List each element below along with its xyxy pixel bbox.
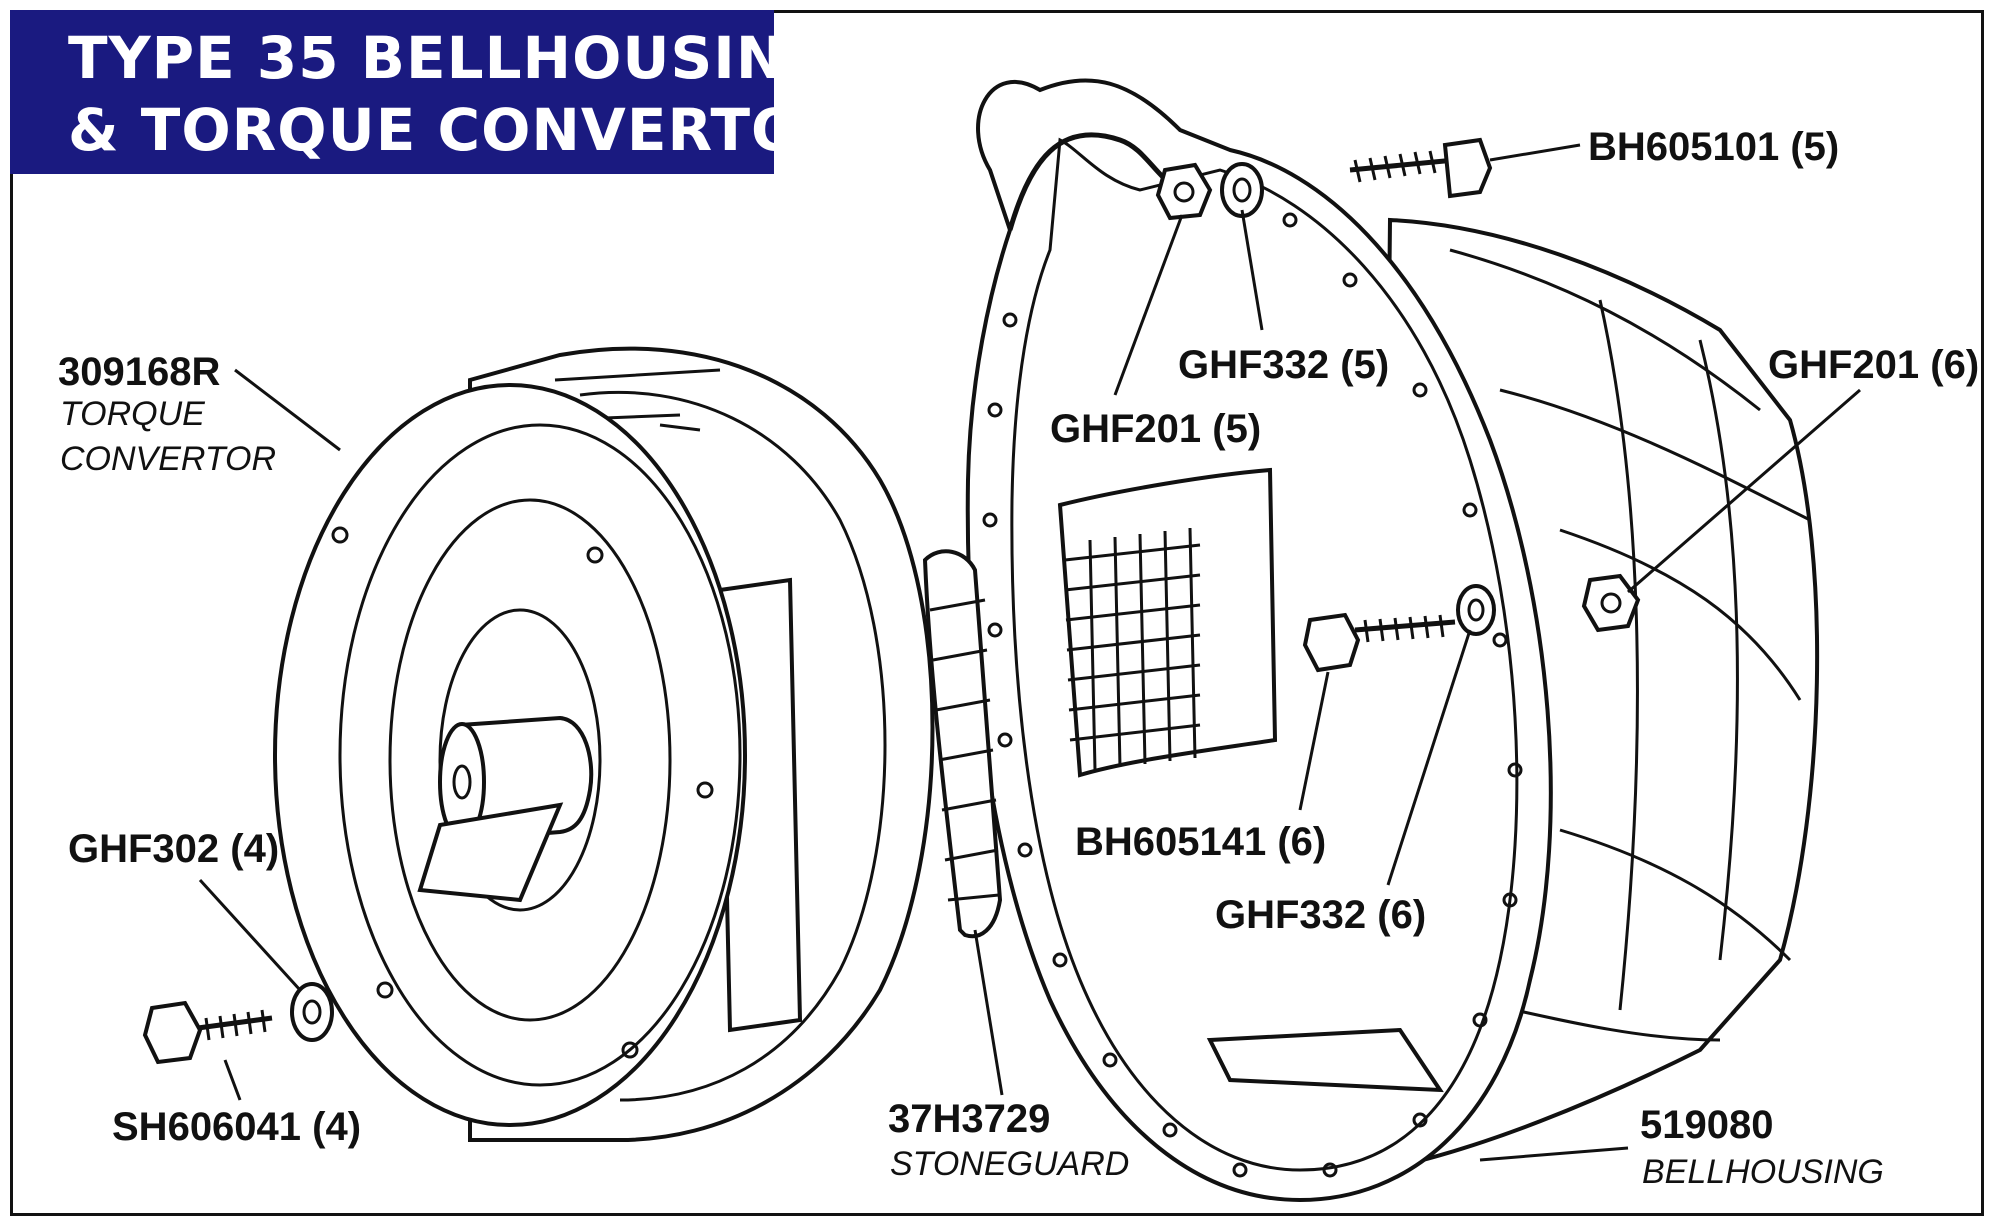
flange-holes [982, 212, 1523, 1178]
label-bellhousing-code: 519080 [1640, 1103, 1773, 1147]
stoneguard-mesh-window [1064, 527, 1201, 771]
bellhousing [965, 78, 1820, 1203]
bellhousing-flange-inner [1010, 137, 1519, 1172]
title-line-2: & TORQUE CONVERTOR [68, 96, 848, 164]
label-bh605101: BH605101 (5) [1588, 125, 1839, 169]
label-ghf201-6: GHF201 (6) [1768, 343, 1979, 387]
leader-ghf332-5 [1240, 209, 1264, 331]
part-labels: 309168R TORQUE CONVERTOR GHF302 (4) SH60… [58, 125, 1979, 1191]
label-torque-convertor-desc-1: TORQUE [60, 395, 205, 433]
bellhousing-rib-1 [1449, 248, 1761, 412]
title-banner: TYPE 35 BELLHOUSING & TORQUE CONVERTOR [10, 10, 848, 174]
label-sh606041: SH606041 (4) [112, 1105, 361, 1149]
convertor-face-holes [331, 526, 714, 1059]
title-line-1: TYPE 35 BELLHOUSING [68, 24, 834, 92]
leader-sh606041 [223, 1059, 242, 1101]
bolt-bh605141 [1302, 612, 1456, 673]
bolt-sh606041 [142, 1000, 273, 1065]
leader-ghf302 [198, 878, 302, 992]
label-bellhousing-desc: BELLHOUSING [1642, 1153, 1884, 1191]
washer-ghf332-5 [1220, 162, 1264, 218]
convertor-front-inner [338, 423, 742, 1087]
label-ghf302: GHF302 (4) [68, 827, 279, 871]
bellhousing-rib-2 [1499, 388, 1811, 522]
nut-ghf201-6 [1581, 573, 1641, 633]
diagram-frame [10, 10, 1984, 1216]
leader-309168r [234, 368, 341, 452]
label-ghf201-5: GHF201 (5) [1050, 407, 1261, 451]
washer-ghf332-6 [1456, 584, 1496, 636]
convertor-drive-lug [417, 802, 564, 903]
label-stoneguard-desc: STONEGUARD [890, 1145, 1129, 1183]
label-ghf332-5: GHF332 (5) [1178, 343, 1389, 387]
leader-ghf201-5 [1113, 214, 1184, 396]
bellhousing-rib-7 [1598, 299, 1639, 1011]
leader-ghf201-6 [1627, 388, 1861, 594]
label-torque-convertor-code: 309168R [58, 350, 220, 394]
leader-37h3729 [973, 929, 1004, 1096]
label-torque-convertor-desc-2: CONVERTOR [60, 440, 276, 478]
bolt-bh605101 [1349, 137, 1493, 199]
leader-lines [198, 143, 1861, 1162]
leader-519080 [1479, 1146, 1629, 1162]
leader-ghf332-6 [1386, 629, 1472, 886]
bellhousing-rib-6 [1698, 339, 1739, 961]
convertor-hub-ring [388, 498, 672, 1022]
torque-convertor [273, 346, 935, 1142]
label-ghf332-6: GHF332 (6) [1215, 893, 1426, 937]
bellhousing-rib-3 [1559, 528, 1802, 701]
label-stoneguard-code: 37H3729 [888, 1097, 1050, 1141]
nut-ghf201-5 [1155, 162, 1213, 221]
label-bh605141: BH605141 (6) [1075, 820, 1326, 864]
convertor-rim-edge [579, 390, 887, 1102]
leader-bh605101 [1489, 143, 1581, 162]
washer-ghf302 [290, 982, 334, 1042]
bellhousing-lower-slot [1206, 1027, 1444, 1093]
leader-bh605141 [1298, 671, 1330, 811]
bellhousing-rib-4 [1559, 828, 1792, 962]
